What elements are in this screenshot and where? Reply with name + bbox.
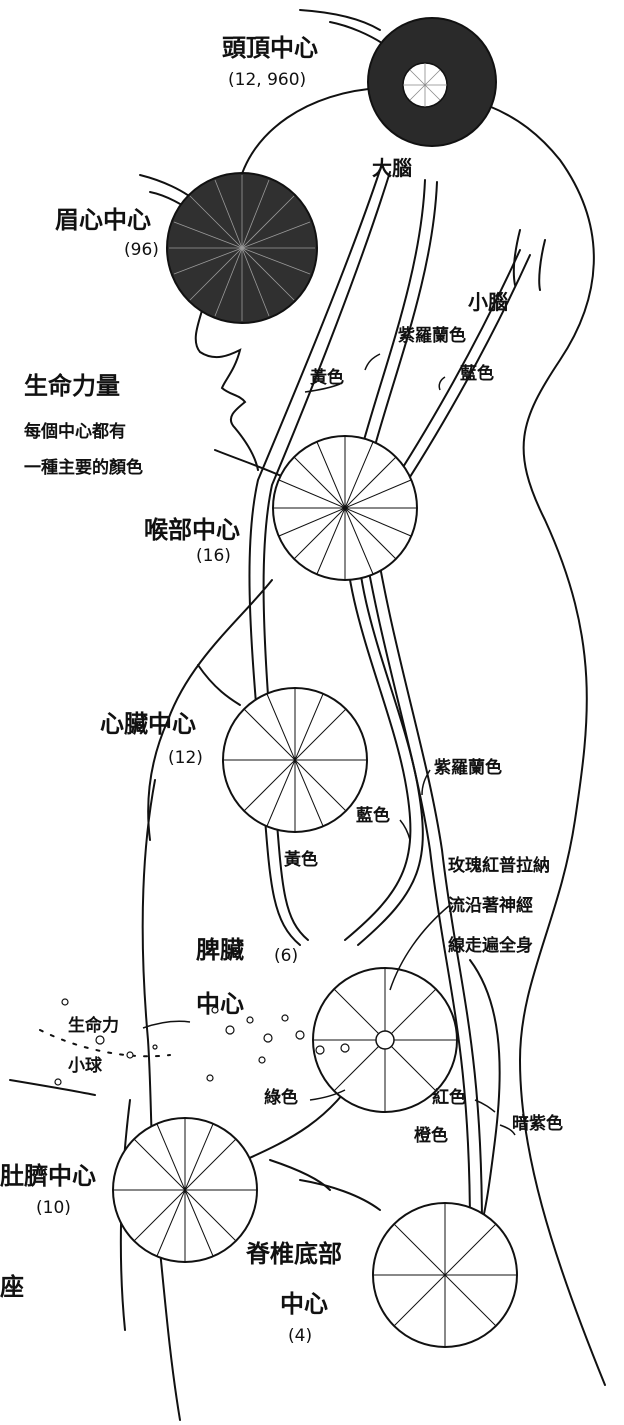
prana-note-line3: 線走遍全身 [448, 936, 533, 956]
brow-chakra-petals: (96) [124, 240, 159, 260]
violet-mid-label: 紫羅蘭色 [434, 758, 502, 778]
front-body-outline [141, 779, 181, 1421]
base-chakra-petals: (4) [288, 1326, 313, 1346]
spleen-chakra-label: 脾臟 [196, 936, 244, 964]
blue-mid-label: 藍色 [356, 806, 390, 826]
vital-force-title: 生命力量 [24, 372, 120, 400]
dark-purple-label: 暗紫色 [512, 1114, 563, 1134]
spleen-chakra-petals: (6) [274, 946, 299, 966]
navel-chakra-label: 肚臍中心 [0, 1162, 96, 1190]
face-outline [194, 299, 259, 471]
green-label: 綠色 [264, 1088, 298, 1108]
prana-note-line2: 流沿著神經 [448, 896, 533, 916]
globule-stream [39, 1029, 171, 1058]
globule-label-1: 生命力 [68, 1016, 119, 1036]
heart-chakra-petals: (12) [168, 748, 203, 768]
orange-label: 橙色 [414, 1126, 448, 1146]
shoulder-arc [197, 664, 241, 706]
throat-chakra-petals: (16) [196, 546, 231, 566]
cerebellum-label: 小腦 [468, 290, 508, 314]
color-note-line1: 每個中心都有 [24, 422, 126, 442]
heart-chakra-label: 心臟中心 [100, 710, 196, 738]
yellow-mid-label: 黃色 [284, 850, 318, 870]
center-nerve-inner [356, 181, 438, 946]
cerebrum-label: 大腦 [372, 156, 412, 180]
left-nerve-outer [248, 169, 381, 946]
violet-top-label: 紫羅蘭色 [398, 326, 466, 346]
navel-chakra-petals: (10) [36, 1198, 71, 1218]
center-nerve-outer [344, 179, 426, 941]
brow-chakra-label: 眉心中心 [55, 206, 151, 234]
base-chakra-label: 脊椎底部 [246, 1240, 342, 1268]
chest-outline [147, 579, 273, 841]
spine-channel-inner [371, 519, 483, 1231]
yellow-top-label: 黃色 [310, 368, 344, 388]
spine-channel-outer [359, 519, 471, 1231]
color-note-line2: 一種主要的顏色 [24, 458, 143, 478]
blue-top-label: 藍色 [460, 364, 494, 384]
purple-channel [469, 959, 501, 1231]
brow-chakra [166, 172, 318, 324]
red-label: 紅色 [432, 1088, 466, 1108]
spleen-chakra-label-2: 中心 [196, 990, 244, 1018]
vitality-globules [54, 998, 350, 1086]
left-nerve-inner [262, 171, 391, 941]
crown-chakra [367, 17, 497, 147]
crown-chakra-label: 頭頂中心 [222, 34, 318, 62]
seat-label: 座 [0, 1273, 24, 1301]
crown-chakra-petals: (12, 960) [228, 70, 307, 90]
base-chakra-label-2: 中心 [280, 1290, 328, 1318]
prana-note-line1: 玫瑰紅普拉納 [448, 856, 550, 876]
globule-label-2: 小球 [68, 1056, 102, 1076]
throat-chakra-label: 喉部中心 [144, 516, 240, 544]
